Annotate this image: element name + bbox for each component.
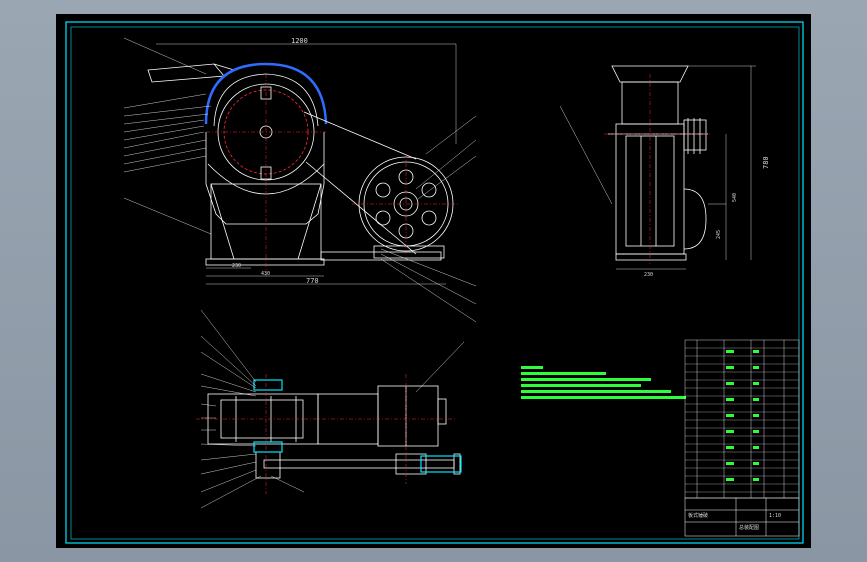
side-dimensions (559, 65, 756, 270)
title-block-label-2: 总装配图 (739, 524, 759, 531)
plan-leaders (200, 309, 465, 509)
dim-side-base: 230 (644, 272, 653, 278)
side-center-lines (604, 74, 712, 264)
front-leaders-right (380, 115, 477, 323)
dim-front-base-3: 230 (232, 263, 241, 269)
parts-list-entries (726, 350, 759, 481)
title-block-label-1: 板式锤破 (688, 512, 708, 519)
housing-hatch-arc (204, 62, 328, 125)
front-leaders-left (123, 37, 212, 235)
technical-notes (521, 366, 686, 399)
front-view (147, 62, 454, 266)
side-hopper (611, 65, 689, 83)
parts-list (684, 339, 800, 499)
inner-frame (70, 26, 800, 540)
plan-center-lines (196, 374, 456, 494)
dim-side-height-2: 540 (732, 193, 738, 202)
drawing-sheet[interactable]: 1200 770 430 230 (56, 14, 811, 548)
outer-frame (65, 21, 804, 544)
plan-cyan-parts (253, 379, 462, 473)
dim-front-base-2: 430 (261, 271, 270, 277)
dim-side-height-3: 245 (716, 230, 722, 239)
title-block-label-3: 1:10 (769, 513, 781, 519)
front-center-lines (206, 74, 460, 276)
front-dimensions (156, 43, 457, 285)
dim-front-width: 1200 (291, 37, 308, 45)
side-view (608, 65, 708, 261)
feed-chute (147, 63, 225, 83)
dim-side-height-1: 780 (762, 156, 770, 169)
cad-drawing: 1200 770 430 230 (65, 21, 804, 544)
parts-list-rows (685, 347, 799, 493)
title-block (684, 497, 800, 537)
dim-front-base-1: 770 (306, 277, 319, 285)
